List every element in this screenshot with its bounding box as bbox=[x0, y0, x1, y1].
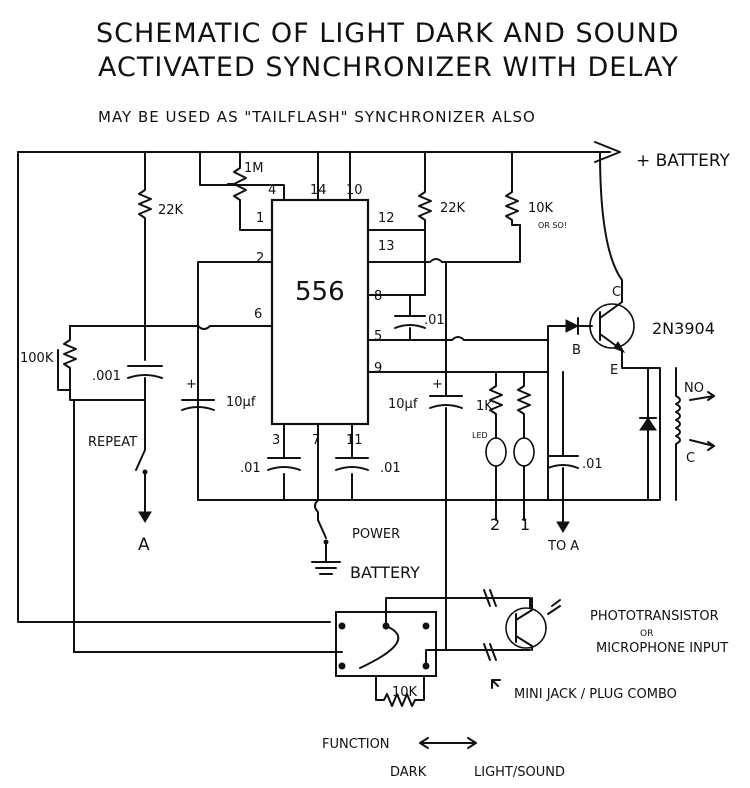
label-10k-note: OR SO! bbox=[538, 221, 567, 230]
label-no: NO bbox=[684, 381, 704, 396]
phototransistor bbox=[505, 597, 561, 651]
plus-left: + bbox=[186, 377, 197, 392]
resistor-1m bbox=[227, 151, 247, 209]
ic-wiring bbox=[69, 151, 564, 521]
label-2n3904: 2N3904 bbox=[652, 319, 715, 338]
subtitle: MAY BE USED AS "TAILFLASH" SYNCHRONIZER … bbox=[98, 108, 536, 126]
resistor-100k bbox=[57, 325, 146, 401]
label-out-2: 2 bbox=[490, 515, 500, 534]
ic-556 bbox=[270, 198, 370, 426]
led-1 bbox=[485, 437, 507, 521]
pin-6: 6 bbox=[254, 307, 262, 322]
label-power: POWER bbox=[352, 527, 400, 542]
label-repeat: REPEAT bbox=[88, 435, 137, 450]
label-01-pin3: .01 bbox=[240, 461, 261, 476]
mini-jack bbox=[73, 399, 531, 677]
label-100k: 100K bbox=[20, 351, 54, 366]
label-1m: 1M bbox=[244, 161, 264, 176]
label-001: .001 bbox=[92, 369, 121, 384]
capacitor-10uf-left bbox=[181, 399, 215, 411]
title-line-2: ACTIVATED SYNCHRONIZER WITH DELAY bbox=[98, 52, 679, 83]
label-relay-c: C bbox=[686, 451, 695, 466]
label-or: OR bbox=[640, 629, 653, 639]
label-22k-right: 22K bbox=[440, 201, 466, 216]
resistor-10k-top bbox=[505, 151, 521, 226]
battery-plus-label: + BATTERY bbox=[636, 151, 731, 171]
capacitor-01-right bbox=[547, 371, 579, 533]
capacitor-01-mid bbox=[394, 294, 426, 341]
label-out-1: 1 bbox=[520, 515, 530, 534]
pin-9: 9 bbox=[374, 361, 382, 376]
label-t-b: B bbox=[572, 343, 581, 358]
resistor-22k-left bbox=[138, 151, 152, 361]
label-led: LED bbox=[472, 431, 488, 440]
capacitor-01-pin3 bbox=[267, 457, 301, 471]
pin-2: 2 bbox=[256, 251, 264, 266]
label-dark: DARK bbox=[390, 765, 427, 780]
led-2 bbox=[513, 437, 535, 521]
pin-3: 3 bbox=[272, 433, 280, 448]
label-phototransistor: PHOTOTRANSISTOR bbox=[590, 609, 719, 624]
function-arrow bbox=[419, 737, 477, 749]
resistor-1k bbox=[489, 371, 503, 439]
label-10uf-left: 10µf bbox=[226, 395, 256, 410]
capacitor-10uf-right bbox=[429, 261, 463, 651]
pin-4: 4 bbox=[268, 183, 276, 198]
label-battery-minus: BATTERY bbox=[350, 563, 420, 582]
relay-coil bbox=[675, 367, 715, 501]
label-t-e: E bbox=[610, 363, 618, 378]
diode bbox=[639, 367, 657, 501]
label-light-sound: LIGHT/SOUND bbox=[474, 765, 565, 780]
label-10uf-right: 10µf bbox=[388, 397, 418, 412]
label-microphone: MICROPHONE INPUT bbox=[596, 641, 728, 656]
pin-8: 8 bbox=[374, 289, 382, 304]
label-01-mid: .01 bbox=[424, 313, 445, 328]
label-10k-top: 10K bbox=[528, 201, 554, 216]
jack-pointer bbox=[491, 679, 501, 689]
pin-12: 12 bbox=[378, 211, 395, 226]
ic-name: 556 bbox=[295, 277, 345, 307]
label-1k: 1K bbox=[476, 399, 493, 414]
plus-right: + bbox=[432, 377, 443, 392]
repeat-switch bbox=[135, 437, 152, 523]
pin-1: 1 bbox=[256, 211, 264, 226]
label-10k-bottom: 10K bbox=[392, 685, 418, 700]
label-t-c: C bbox=[612, 285, 621, 300]
pin-13: 13 bbox=[378, 239, 395, 254]
label-to-a: TO A bbox=[547, 539, 579, 554]
transistor-2n3904 bbox=[547, 151, 661, 501]
title-line-1: SCHEMATIC OF LIGHT DARK AND SOUND bbox=[96, 18, 680, 49]
label-22k-left: 22K bbox=[158, 203, 184, 218]
label-minijack: MINI JACK / PLUG COMBO bbox=[514, 687, 677, 702]
pin-10: 10 bbox=[346, 183, 363, 198]
resistor-10k-bottom bbox=[375, 675, 425, 707]
pin-5: 5 bbox=[374, 329, 382, 344]
label-01-right: .01 bbox=[582, 457, 603, 472]
capacitor-001 bbox=[127, 365, 163, 439]
label-a: A bbox=[138, 535, 150, 555]
power-switch bbox=[311, 519, 341, 575]
pin-7: 7 bbox=[312, 433, 320, 448]
label-function: FUNCTION bbox=[322, 737, 390, 752]
label-01-pin11: .01 bbox=[380, 461, 401, 476]
capacitor-01-pin11 bbox=[335, 457, 369, 471]
pin-11: 11 bbox=[346, 433, 363, 448]
resistor-led2 bbox=[517, 371, 531, 439]
resistor-22k-right bbox=[418, 151, 432, 263]
